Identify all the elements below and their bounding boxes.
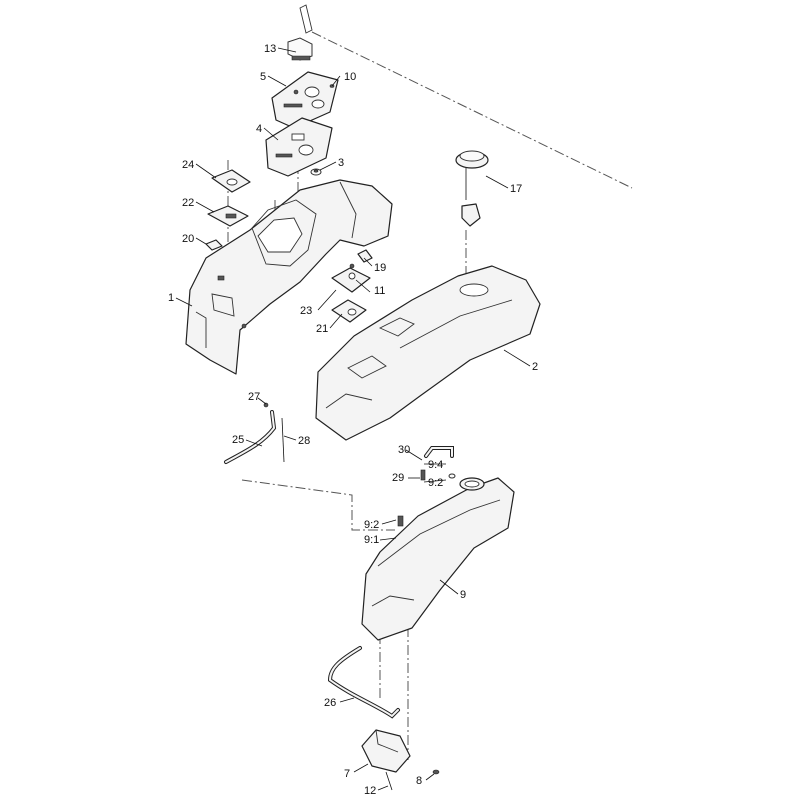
callout-26: 26	[324, 697, 336, 709]
part-cover-22	[207, 205, 249, 227]
callout-11: 11	[374, 285, 385, 297]
part-mounting-bracket	[361, 729, 411, 773]
callout-9-2-upper: 9:2	[428, 477, 443, 489]
callout-30: 30	[398, 444, 410, 456]
callout-2: 2	[532, 361, 538, 373]
part-fasteners	[385, 769, 440, 791]
leader-lines	[175, 47, 531, 791]
callout-25: 25	[232, 434, 244, 446]
part-bracket-11-23	[331, 263, 371, 293]
part-fuel-hose-lower	[327, 646, 400, 719]
part-nut	[310, 168, 322, 176]
callout-4: 4	[256, 123, 262, 135]
part-lower-body	[315, 265, 541, 441]
callout-9-4: 9:4	[428, 459, 443, 471]
part-control-panel-plate-upper	[271, 71, 339, 129]
part-clip-19	[357, 249, 373, 263]
callout-12: 12	[364, 785, 376, 797]
callout-29: 29	[392, 472, 404, 484]
part-upper-body	[185, 179, 393, 375]
callout-1: 1	[168, 292, 174, 304]
part-cover-24	[211, 169, 251, 193]
callout-13: 13	[264, 43, 276, 55]
callout-17: 17	[510, 183, 522, 195]
part-throttle-lever	[287, 4, 313, 61]
part-clip-20	[205, 239, 223, 251]
callout-24: 24	[182, 159, 194, 171]
callout-23: 23	[300, 305, 312, 317]
part-plate-21	[331, 299, 367, 323]
callout-27: 27	[248, 391, 260, 403]
callout-22: 22	[182, 197, 194, 209]
callout-labels: 13 5 10 4 3 24 22 20 17 19 11 1 23 21 2 …	[168, 43, 538, 797]
callout-3: 3	[338, 157, 344, 169]
part-fuel-tank	[361, 477, 515, 641]
callout-10: 10	[344, 71, 356, 83]
part-control-panel-plate-lower	[265, 117, 333, 177]
callout-19: 19	[374, 262, 386, 274]
callout-28: 28	[298, 435, 310, 447]
callout-21: 21	[316, 323, 328, 335]
part-hose-assembly-upper	[224, 402, 285, 464]
callout-9-1: 9:1	[364, 534, 379, 546]
callout-7: 7	[344, 768, 350, 780]
part-fuel-cap	[455, 150, 489, 227]
callout-5: 5	[260, 71, 266, 83]
callout-9-2-lower: 9:2	[364, 519, 379, 531]
callout-8: 8	[416, 775, 422, 787]
callout-9: 9	[460, 589, 466, 601]
callout-20: 20	[182, 233, 194, 245]
